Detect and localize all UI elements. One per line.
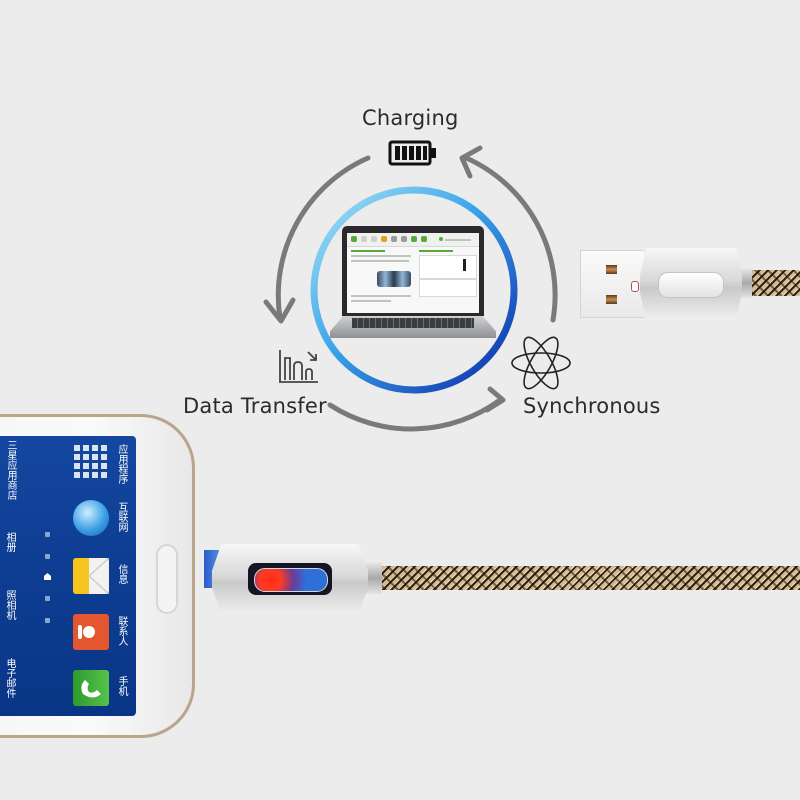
app-label-apps[interactable]: 应用程序 xyxy=(116,444,127,484)
arrow-sync-to-charging xyxy=(461,154,558,323)
cable-neck-bottom xyxy=(364,562,382,594)
braided-cable-bottom xyxy=(380,566,800,590)
apps-grid-icon[interactable] xyxy=(73,444,109,480)
bar-chart-download-icon xyxy=(279,350,318,383)
page-indicator-dot[interactable] xyxy=(45,532,50,537)
home-page-indicator-icon[interactable] xyxy=(43,572,52,581)
usb-metal-housing xyxy=(640,248,742,320)
data-transfer-label: Data Transfer xyxy=(183,394,327,418)
app-label-contacts[interactable]: 联系人 xyxy=(116,616,127,646)
messages-app-icon[interactable] xyxy=(73,557,110,595)
charging-label: Charging xyxy=(362,106,459,130)
laptop-image xyxy=(330,226,496,342)
arrow-data-to-sync xyxy=(327,397,503,432)
software-toolbar xyxy=(347,233,479,247)
contacts-app-icon[interactable] xyxy=(73,614,109,650)
usb-a-plug xyxy=(580,250,644,318)
phone-home-button[interactable] xyxy=(156,544,178,614)
app-label-messages[interactable]: 信息 xyxy=(116,564,127,584)
atom-icon xyxy=(511,336,571,390)
progress-ring xyxy=(310,186,518,394)
phones-thumbnail xyxy=(377,271,411,287)
micro-usb-metal-housing xyxy=(212,544,368,614)
app-label-phone[interactable]: 手机 xyxy=(116,676,127,696)
app-label-email[interactable]: 电子邮件 xyxy=(4,658,15,698)
page-indicator-dot[interactable] xyxy=(45,596,50,601)
braided-cable-top xyxy=(750,270,800,296)
synchronous-label: Synchronous xyxy=(523,394,661,418)
app-label-samsung-store[interactable]: 三星应用商店 xyxy=(5,440,16,500)
app-label-camera[interactable]: 照相机 xyxy=(4,590,15,620)
laptop-screen xyxy=(347,233,479,313)
internet-globe-icon[interactable] xyxy=(73,500,109,536)
app-label-gallery[interactable]: 相册 xyxy=(4,532,15,552)
page-indicator-dot[interactable] xyxy=(45,618,50,623)
phone-app-icon[interactable] xyxy=(73,670,109,706)
page-indicator-dot[interactable] xyxy=(45,554,50,559)
smartphone-screen: 电子邮件 照相机 相册 三星应用商店 应用程序 互联网 信息 联系人 手机 xyxy=(0,436,136,716)
arrow-charging-to-data xyxy=(275,155,371,321)
laptop-keyboard xyxy=(352,318,474,328)
laptop-lid xyxy=(342,226,484,316)
led-indicator xyxy=(254,568,328,592)
battery-full-icon xyxy=(388,140,436,166)
app-label-internet[interactable]: 互联网 xyxy=(116,502,127,532)
